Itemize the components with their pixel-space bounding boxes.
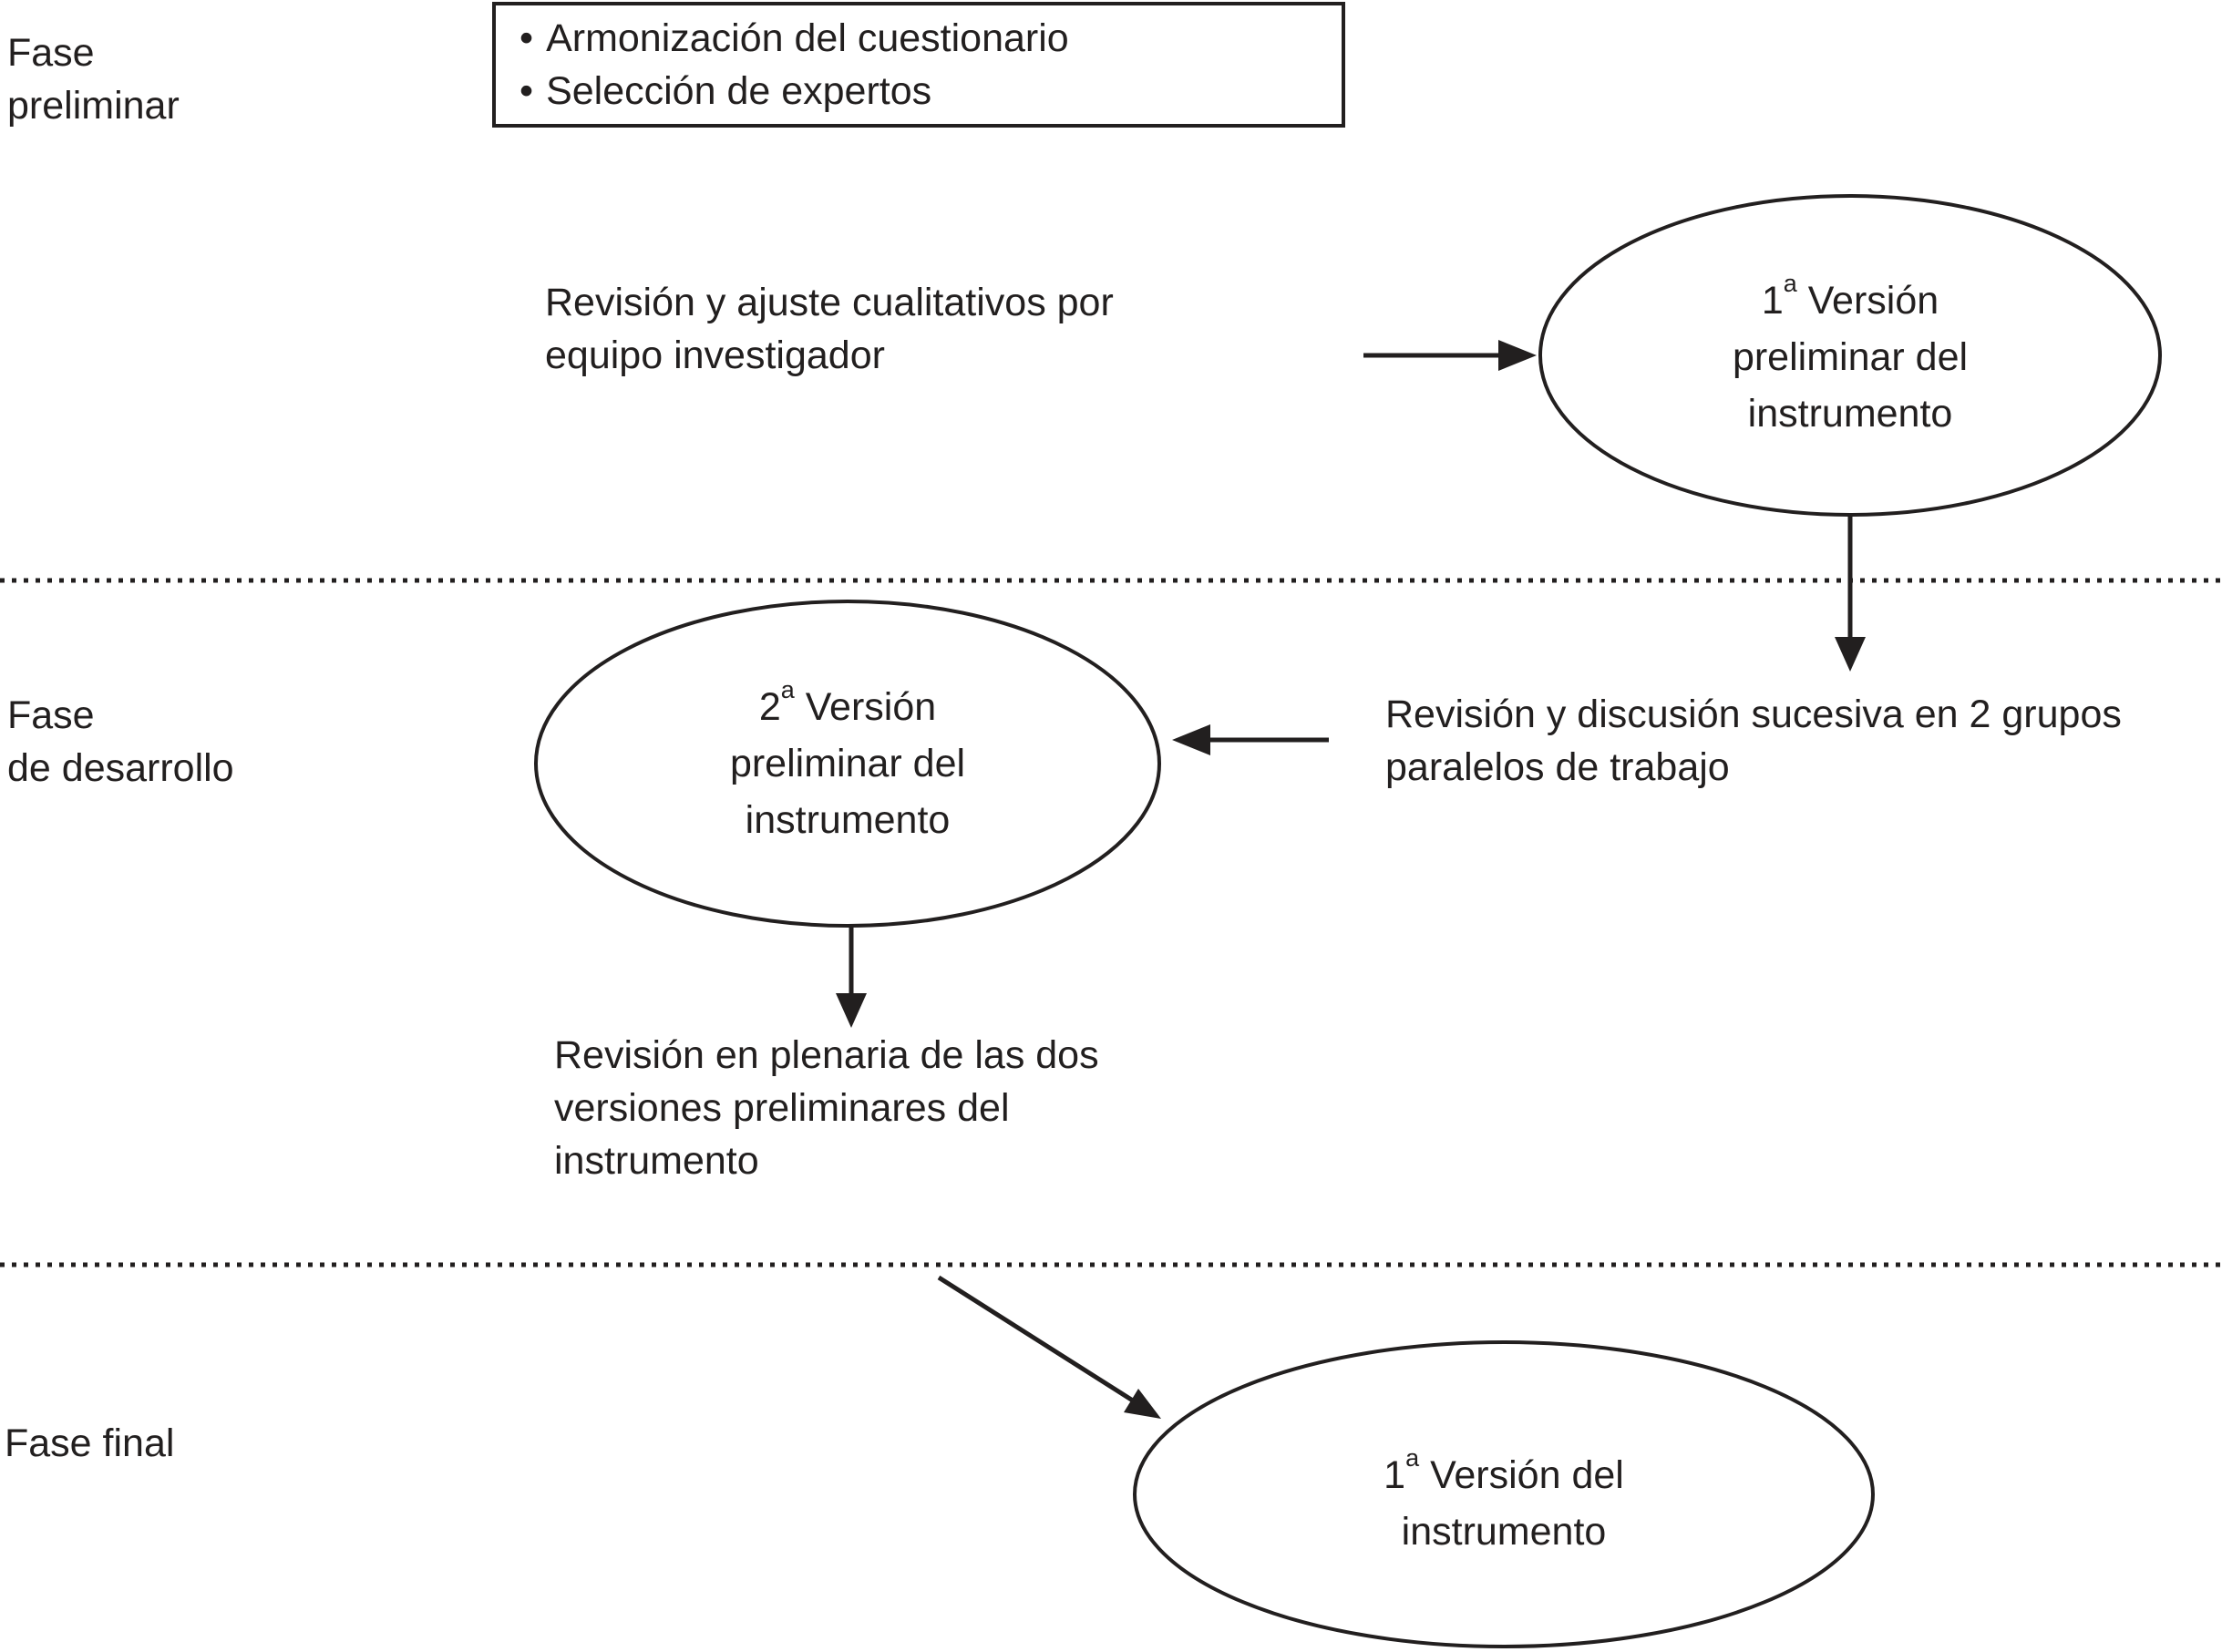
arrow-plenary-to-final-version <box>937 1275 1161 1419</box>
phase-label-line: Fase <box>7 693 95 737</box>
list-item-label: Armonización del cuestionario <box>546 16 1069 60</box>
arrow-first-version-down <box>1835 515 1866 672</box>
preliminary-tasks-box: • Armonización del cuestionario • Selecció… <box>492 2 1345 128</box>
arrow-shaft <box>937 1275 1137 1405</box>
ordinal-superscript: a <box>780 676 795 703</box>
phase-label-line: Fase final <box>5 1421 175 1465</box>
ellipse-title-line: 1a Versión del <box>1384 1444 1624 1503</box>
list-item: • Selección de expertos <box>519 66 1342 117</box>
version-title: Versión <box>1796 279 1939 323</box>
label-first-preliminary-version: 1a Versión preliminar del instrumento <box>1733 272 1968 442</box>
text-line: Revisión y ajuste cualitativos por <box>545 281 1114 324</box>
text-line: Revisión en plenaria de las dos <box>554 1033 1099 1077</box>
version-number: 2 <box>758 685 781 729</box>
text-plenary-review: Revisión en plenaria de las dos versione… <box>554 1029 1099 1187</box>
ellipse-title-line: 1a Versión <box>1733 272 1968 329</box>
arrowhead-diagonal-icon <box>1124 1389 1161 1419</box>
arrow-discussion-to-second-version <box>1172 724 1329 755</box>
text-line: versiones preliminares del <box>554 1086 1010 1130</box>
label-final-version: 1a Versión del instrumento <box>1384 1444 1624 1560</box>
ellipse-text-line: instrumento <box>1747 392 1953 436</box>
ellipse-text-line: instrumento <box>1401 1510 1607 1554</box>
text-group-discussion: Revisión y discusión sucesiva en 2 grupo… <box>1385 688 2122 794</box>
phase-label-line: de desarrollo <box>7 746 234 790</box>
ellipse-final-version <box>1133 1340 1875 1648</box>
bullet-icon: • <box>519 69 534 113</box>
version-title: Versión del <box>1419 1453 1624 1497</box>
version-title: Versión <box>794 685 937 729</box>
label-second-preliminary-version: 2a Versión preliminar del instrumento <box>729 676 966 848</box>
text-line: equipo investigador <box>545 333 885 377</box>
ellipse-second-preliminary-version <box>534 600 1161 928</box>
arrowhead-left-icon <box>1172 724 1210 755</box>
arrow-review-to-first-version <box>1363 340 1537 371</box>
list-item: • Armonización del cuestionario <box>519 13 1342 64</box>
arrowhead-right-icon <box>1498 340 1537 371</box>
text-line: Revisión y discusión sucesiva en 2 grupo… <box>1385 693 2122 736</box>
ellipse-title-line: 2a Versión <box>730 676 965 735</box>
text-qualitative-review: Revisión y ajuste cualitativos por equip… <box>545 276 1114 382</box>
arrowhead-down-icon <box>1835 637 1866 672</box>
ellipse-text-line: preliminar del <box>729 742 966 785</box>
phase-label-preliminary: Fase preliminar <box>7 26 180 132</box>
version-number: 1 <box>1761 279 1784 323</box>
text-line: paralelos de trabajo <box>1385 745 1730 789</box>
ellipse-text-line: instrumento <box>745 798 951 842</box>
phase-label-final: Fase final <box>5 1417 174 1470</box>
list-item-label: Selección de expertos <box>546 69 932 113</box>
arrowhead-down-icon <box>836 993 867 1028</box>
ordinal-superscript: a <box>1405 1444 1420 1472</box>
ordinal-superscript: a <box>1783 270 1797 297</box>
version-number: 1 <box>1384 1453 1406 1497</box>
text-line: instrumento <box>554 1139 759 1183</box>
bullet-icon: • <box>519 16 534 60</box>
phase-label-line: preliminar <box>7 84 180 128</box>
arrow-second-version-down <box>836 926 867 1028</box>
phase-label-line: Fase <box>7 31 95 75</box>
ellipse-text-line: preliminar del <box>1732 335 1969 379</box>
phase-label-development: Fase de desarrollo <box>7 689 234 795</box>
